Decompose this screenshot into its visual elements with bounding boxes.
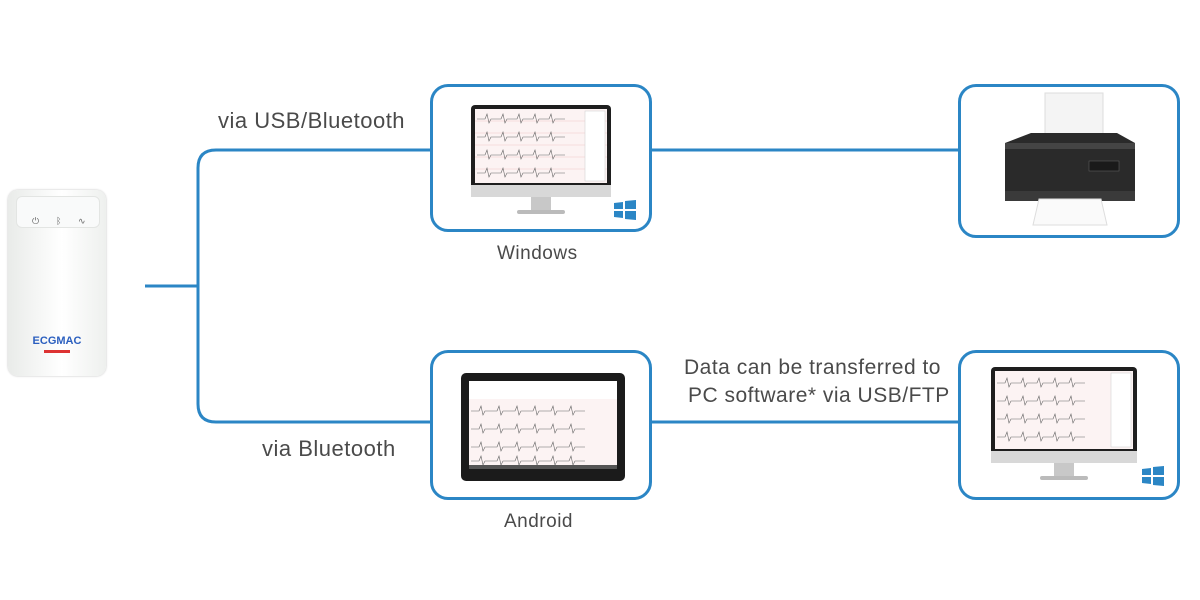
ecg-device: ⏻ ᛒ ∿ ECGMAC (8, 190, 106, 376)
bluetooth-icon: ᛒ (56, 216, 62, 226)
desktop-monitor-icon (991, 367, 1137, 480)
windows-label: Windows (497, 243, 578, 264)
desktop-monitor-icon (471, 105, 611, 214)
transfer-label-line1: Data can be transferred to (684, 356, 941, 379)
windows-flag-icon (1142, 466, 1164, 486)
transfer-label-line2: PC software* via USB/FTP (688, 384, 950, 407)
pc-software-box (958, 350, 1180, 500)
device-top-panel (16, 196, 100, 228)
printer-icon (1005, 92, 1135, 226)
heartbeat-icon: ∿ (78, 216, 86, 226)
windows-flag-icon (614, 200, 636, 220)
tablet-icon (461, 373, 625, 481)
bottom-branch-line (196, 286, 430, 424)
brand-logo-underline (44, 350, 70, 353)
top-branch-line (196, 148, 430, 286)
printer-box (958, 84, 1180, 238)
top-connection-label: via USB/Bluetooth (218, 108, 406, 133)
bottom-connection-label: via Bluetooth (262, 436, 396, 461)
windows-pc-box (430, 84, 652, 232)
android-label: Android (504, 511, 573, 532)
power-icon: ⏻ (32, 216, 40, 226)
android-tablet-box (430, 350, 652, 500)
brand-logo: ECGMAC (32, 335, 82, 347)
